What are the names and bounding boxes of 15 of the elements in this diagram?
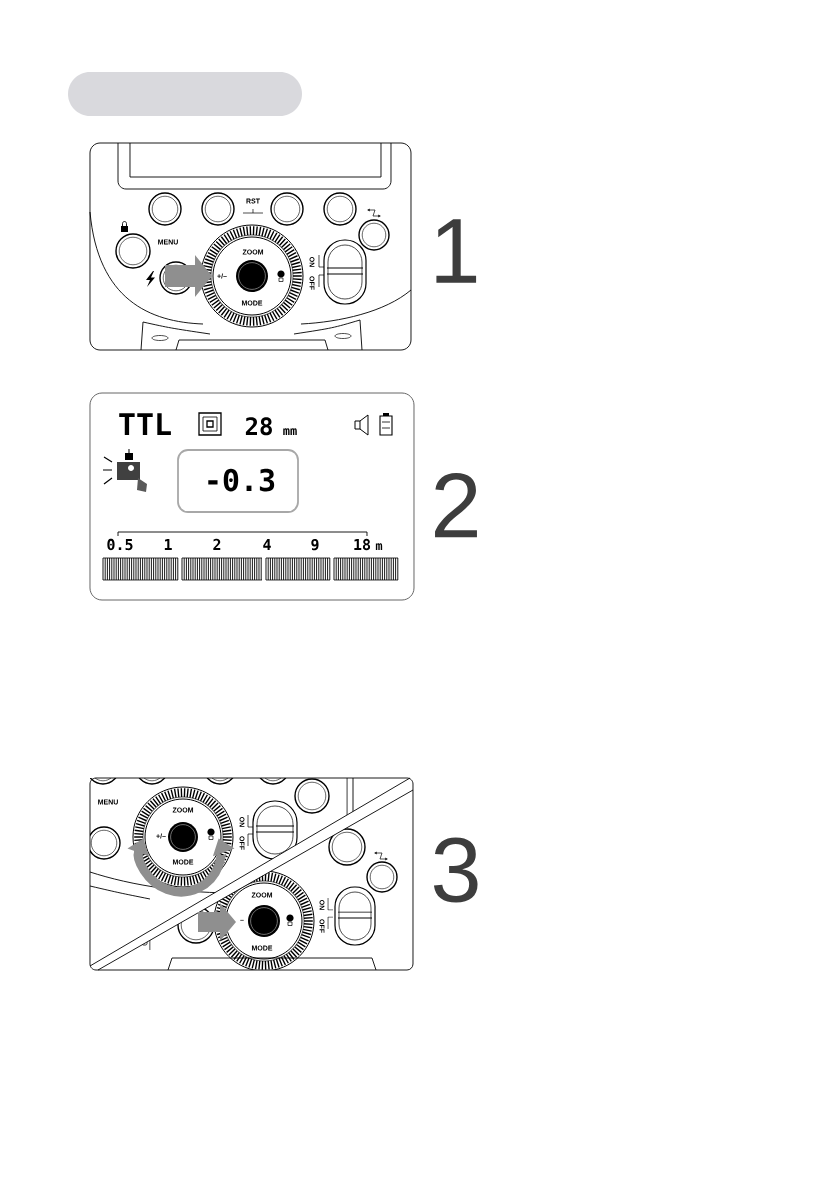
highlighted-value: -0.3 — [177, 449, 299, 513]
display-readout: 28 — [245, 417, 272, 436]
scale-number: 18 — [354, 538, 371, 551]
display-readout: TTL — [119, 413, 171, 435]
step-number: 3 — [433, 837, 478, 903]
heading-band — [68, 72, 302, 116]
unit-label: mm — [283, 428, 297, 435]
step-number: 2 — [435, 472, 477, 538]
scale-number: 0.5 — [107, 538, 133, 551]
scale-number: 9 — [311, 539, 319, 551]
scale-number: 2 — [213, 538, 221, 550]
scale-number: 4 — [263, 539, 271, 550]
step-number: 1 — [436, 219, 477, 283]
scale-number: 1 — [164, 539, 172, 550]
unit-label: m — [375, 543, 383, 550]
